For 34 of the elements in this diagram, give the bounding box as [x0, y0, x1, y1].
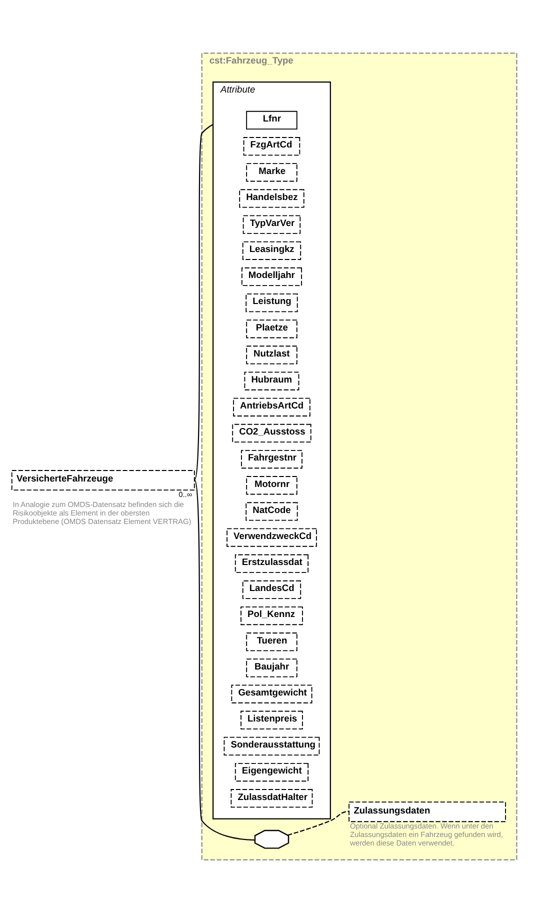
connector — [194, 480, 255, 841]
node-box: Hubraum — [244, 372, 300, 390]
node-label: In Analogie zum OMDS-Datensatz befinden sich die Risikoobjekte als Element in der obersten Produktebene (OMDS Datensatz Element VERTRAG) — [12, 500, 192, 526]
node-box: Tueren — [246, 632, 298, 652]
node-box: NatCode — [246, 502, 298, 521]
node-box: ZulassdatHalter — [230, 789, 313, 808]
node-box: FzgArtCd — [243, 137, 300, 156]
node-box: AntriebsArtCd — [233, 398, 310, 416]
node-box: TypVarVer — [242, 215, 301, 234]
node-box: Marke — [246, 163, 298, 182]
node-box: Leistung — [246, 294, 298, 312]
node-box: Gesamtgewicht — [231, 684, 312, 704]
node-box: Sonderausstattung — [224, 736, 320, 756]
node-box: Motornr — [246, 476, 298, 495]
node-box: Lfnr — [246, 110, 298, 130]
node-box: Leasingkz — [242, 241, 302, 260]
node-box: Erstzulassdat — [234, 554, 309, 573]
connector — [287, 810, 350, 836]
connector — [194, 124, 214, 480]
node-box: CO2_Ausstoss — [232, 424, 312, 443]
node-octagon — [254, 830, 290, 849]
node-box: Nutzlast — [246, 346, 298, 364]
node-label: Optional Zulassungsdaten. Wenn unter den Zulassungsdaten ein Fahrzeug gefunden wird, werden diese Daten verwendet. — [350, 822, 503, 848]
node-label: 0..∞ — [178, 490, 192, 499]
node-box: Plaetze — [246, 320, 298, 338]
node-box: LandesCd — [242, 580, 302, 600]
node-box: Modelljahr — [241, 267, 302, 286]
node-box: Handelsbez — [239, 189, 304, 208]
node-box: Baujahr — [246, 658, 298, 678]
node-box: Listenpreis — [240, 710, 303, 730]
node-box: Pol_Kennz — [240, 606, 303, 626]
node-box: Fahrgestnr — [241, 450, 302, 469]
node-box: VerwendzweckCd — [226, 528, 317, 547]
node-box: Eigengewicht — [234, 762, 309, 782]
